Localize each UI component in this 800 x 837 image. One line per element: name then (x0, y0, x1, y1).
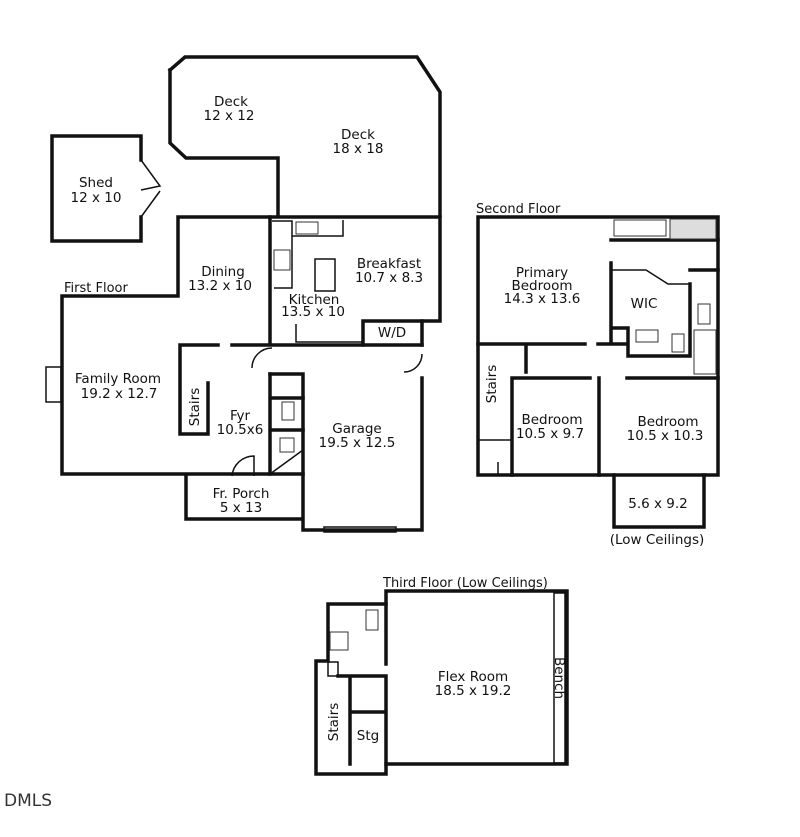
bed3-name: Bedroom (637, 414, 698, 430)
sink (295, 221, 319, 235)
third-floor-walls (336, 602, 388, 766)
flex-dims: 18.5 x 19.2 (435, 683, 512, 699)
kitchen-name: Kitchen (289, 292, 340, 308)
bathtub (693, 329, 717, 375)
toilet-2 (697, 303, 711, 325)
garage-door (323, 526, 397, 533)
bench-label: Bench (551, 657, 567, 699)
bench (553, 592, 566, 764)
stairs2-label: Stairs (484, 365, 500, 403)
fyr-dims: 10.5x6 (217, 422, 264, 438)
stair-landing (269, 449, 304, 475)
porch-name: Fr. Porch (213, 486, 270, 502)
door-swing-3 (231, 455, 255, 477)
garage-name: Garage (332, 421, 381, 437)
stair-notch (478, 439, 512, 475)
shed-name: Shed (79, 175, 113, 191)
stairs3-label: Stairs (326, 703, 342, 741)
sink-2 (635, 329, 659, 343)
bed3-dims: 10.5 x 10.3 (627, 428, 704, 444)
deck1-dims: 12 x 12 (204, 108, 255, 124)
low-note: (Low Ceilings) (610, 532, 705, 548)
dining-name: Dining (201, 264, 245, 280)
bed2-dims: 10.5 x 9.7 (516, 426, 584, 442)
third-floor-outline (314, 589, 569, 776)
deck2-dims: 18 x 18 (333, 141, 384, 157)
second-floor-label: Second Floor (476, 202, 561, 217)
family-name: Family Room (75, 371, 161, 387)
kitchen-counter (272, 220, 364, 343)
primary-name2: Bedroom (511, 278, 572, 294)
shed-dims: 12 x 10 (71, 190, 122, 206)
toilet-1 (281, 401, 295, 421)
deck2-name: Deck (341, 127, 375, 143)
wd-label: W/D (378, 325, 406, 341)
garage-dims: 19.5 x 12.5 (319, 435, 396, 451)
shaft (327, 661, 339, 677)
primary-dims: 14.3 x 13.6 (504, 291, 581, 307)
vanity-sinks (613, 219, 667, 237)
stairs1-label: Stairs (187, 388, 203, 426)
toilet-4 (365, 609, 379, 631)
second-floor-walls (476, 238, 720, 477)
family-dims: 19.2 x 12.7 (81, 386, 158, 402)
bed2-name: Bedroom (521, 412, 582, 428)
foyer-walls (268, 372, 305, 476)
wic-door (611, 269, 690, 285)
dining-dims: 13.2 x 10 (188, 278, 252, 294)
low-ceiling-room (612, 473, 706, 529)
third-floor-label: Third Floor (Low Ceilings) (382, 576, 548, 591)
fireplace (45, 366, 62, 403)
stg-label: Stg (357, 728, 379, 744)
stove (273, 249, 291, 271)
sink-4 (329, 631, 349, 651)
wd-closet (361, 319, 424, 347)
deck1-name: Deck (214, 94, 248, 110)
sink-1 (279, 437, 295, 453)
deck-outline (167, 55, 442, 218)
shower (669, 218, 717, 240)
kitchen-island (314, 258, 336, 292)
toilet-3 (671, 333, 685, 353)
dmls-logo: DMLS (4, 791, 52, 811)
porch-dims: 5 x 13 (220, 500, 262, 516)
breakfast-name: Breakfast (357, 256, 421, 272)
primary-name1: Primary (516, 265, 568, 281)
first-floor-label: First Floor (64, 281, 128, 296)
kitchen-walls (178, 215, 424, 436)
low-dims: 5.6 x 9.2 (628, 496, 688, 512)
wic-label: WIC (631, 296, 658, 312)
fyr-name: Fyr (230, 408, 251, 424)
door-swing-2 (403, 353, 423, 373)
shed-outline (50, 134, 143, 243)
breakfast-dims: 10.7 x 8.3 (355, 270, 423, 286)
door-swing-1 (251, 347, 273, 369)
shed-door (140, 159, 162, 218)
first-floor-outline (60, 215, 442, 532)
porch-outline (184, 474, 304, 521)
flex-name: Flex Room (438, 669, 508, 685)
kitchen-dims: 13.5 x 10 (281, 304, 345, 320)
